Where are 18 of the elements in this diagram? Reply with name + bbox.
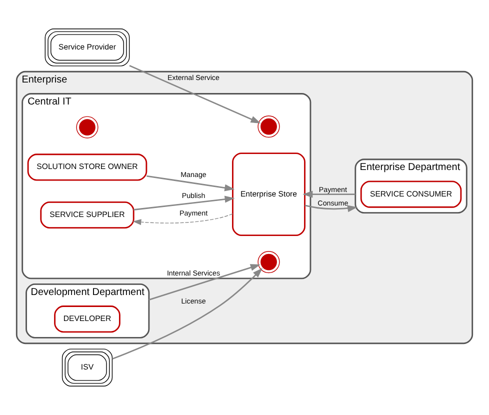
arrow — [302, 190, 356, 198]
node-box: DEVELOPER — [54, 306, 120, 333]
node-box: SOLUTION STORE OWNER — [27, 154, 148, 181]
arrow — [112, 268, 263, 360]
node-gear — [76, 116, 98, 138]
node-box: ISV — [62, 348, 113, 386]
arrow — [134, 196, 235, 210]
arrow — [132, 213, 234, 226]
arrow — [129, 65, 261, 124]
node-box: Service Provider — [44, 28, 130, 66]
node-gear — [258, 251, 280, 274]
arrow — [304, 204, 358, 212]
arrow — [148, 264, 260, 300]
node-box: SERVICE CONSUMER — [360, 180, 462, 208]
node-gear — [258, 116, 280, 138]
node-box: Enterprise Store — [232, 152, 306, 236]
arrow — [146, 175, 235, 192]
node-box: SERVICE SUPPLIER — [40, 201, 134, 229]
